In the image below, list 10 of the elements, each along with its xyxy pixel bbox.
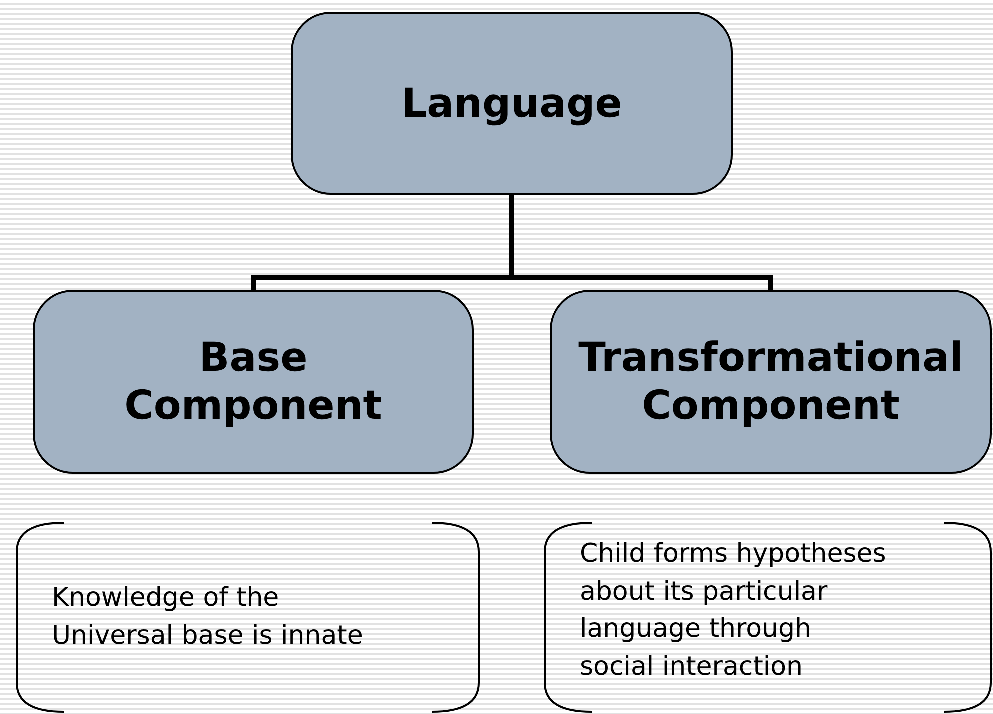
box-title: Language (402, 80, 622, 128)
bracket-box (16, 522, 480, 713)
process-box (291, 12, 733, 195)
process-box (33, 290, 474, 474)
box-title: Transformational Component (578, 334, 964, 430)
description-text: Knowledge of the Universal base is innate (52, 582, 364, 652)
description-text: Child forms hypotheses about its particular language through social interaction (580, 538, 888, 684)
bracket-box (544, 522, 992, 713)
process-box (550, 290, 992, 474)
box-title: Base Component (124, 334, 384, 430)
